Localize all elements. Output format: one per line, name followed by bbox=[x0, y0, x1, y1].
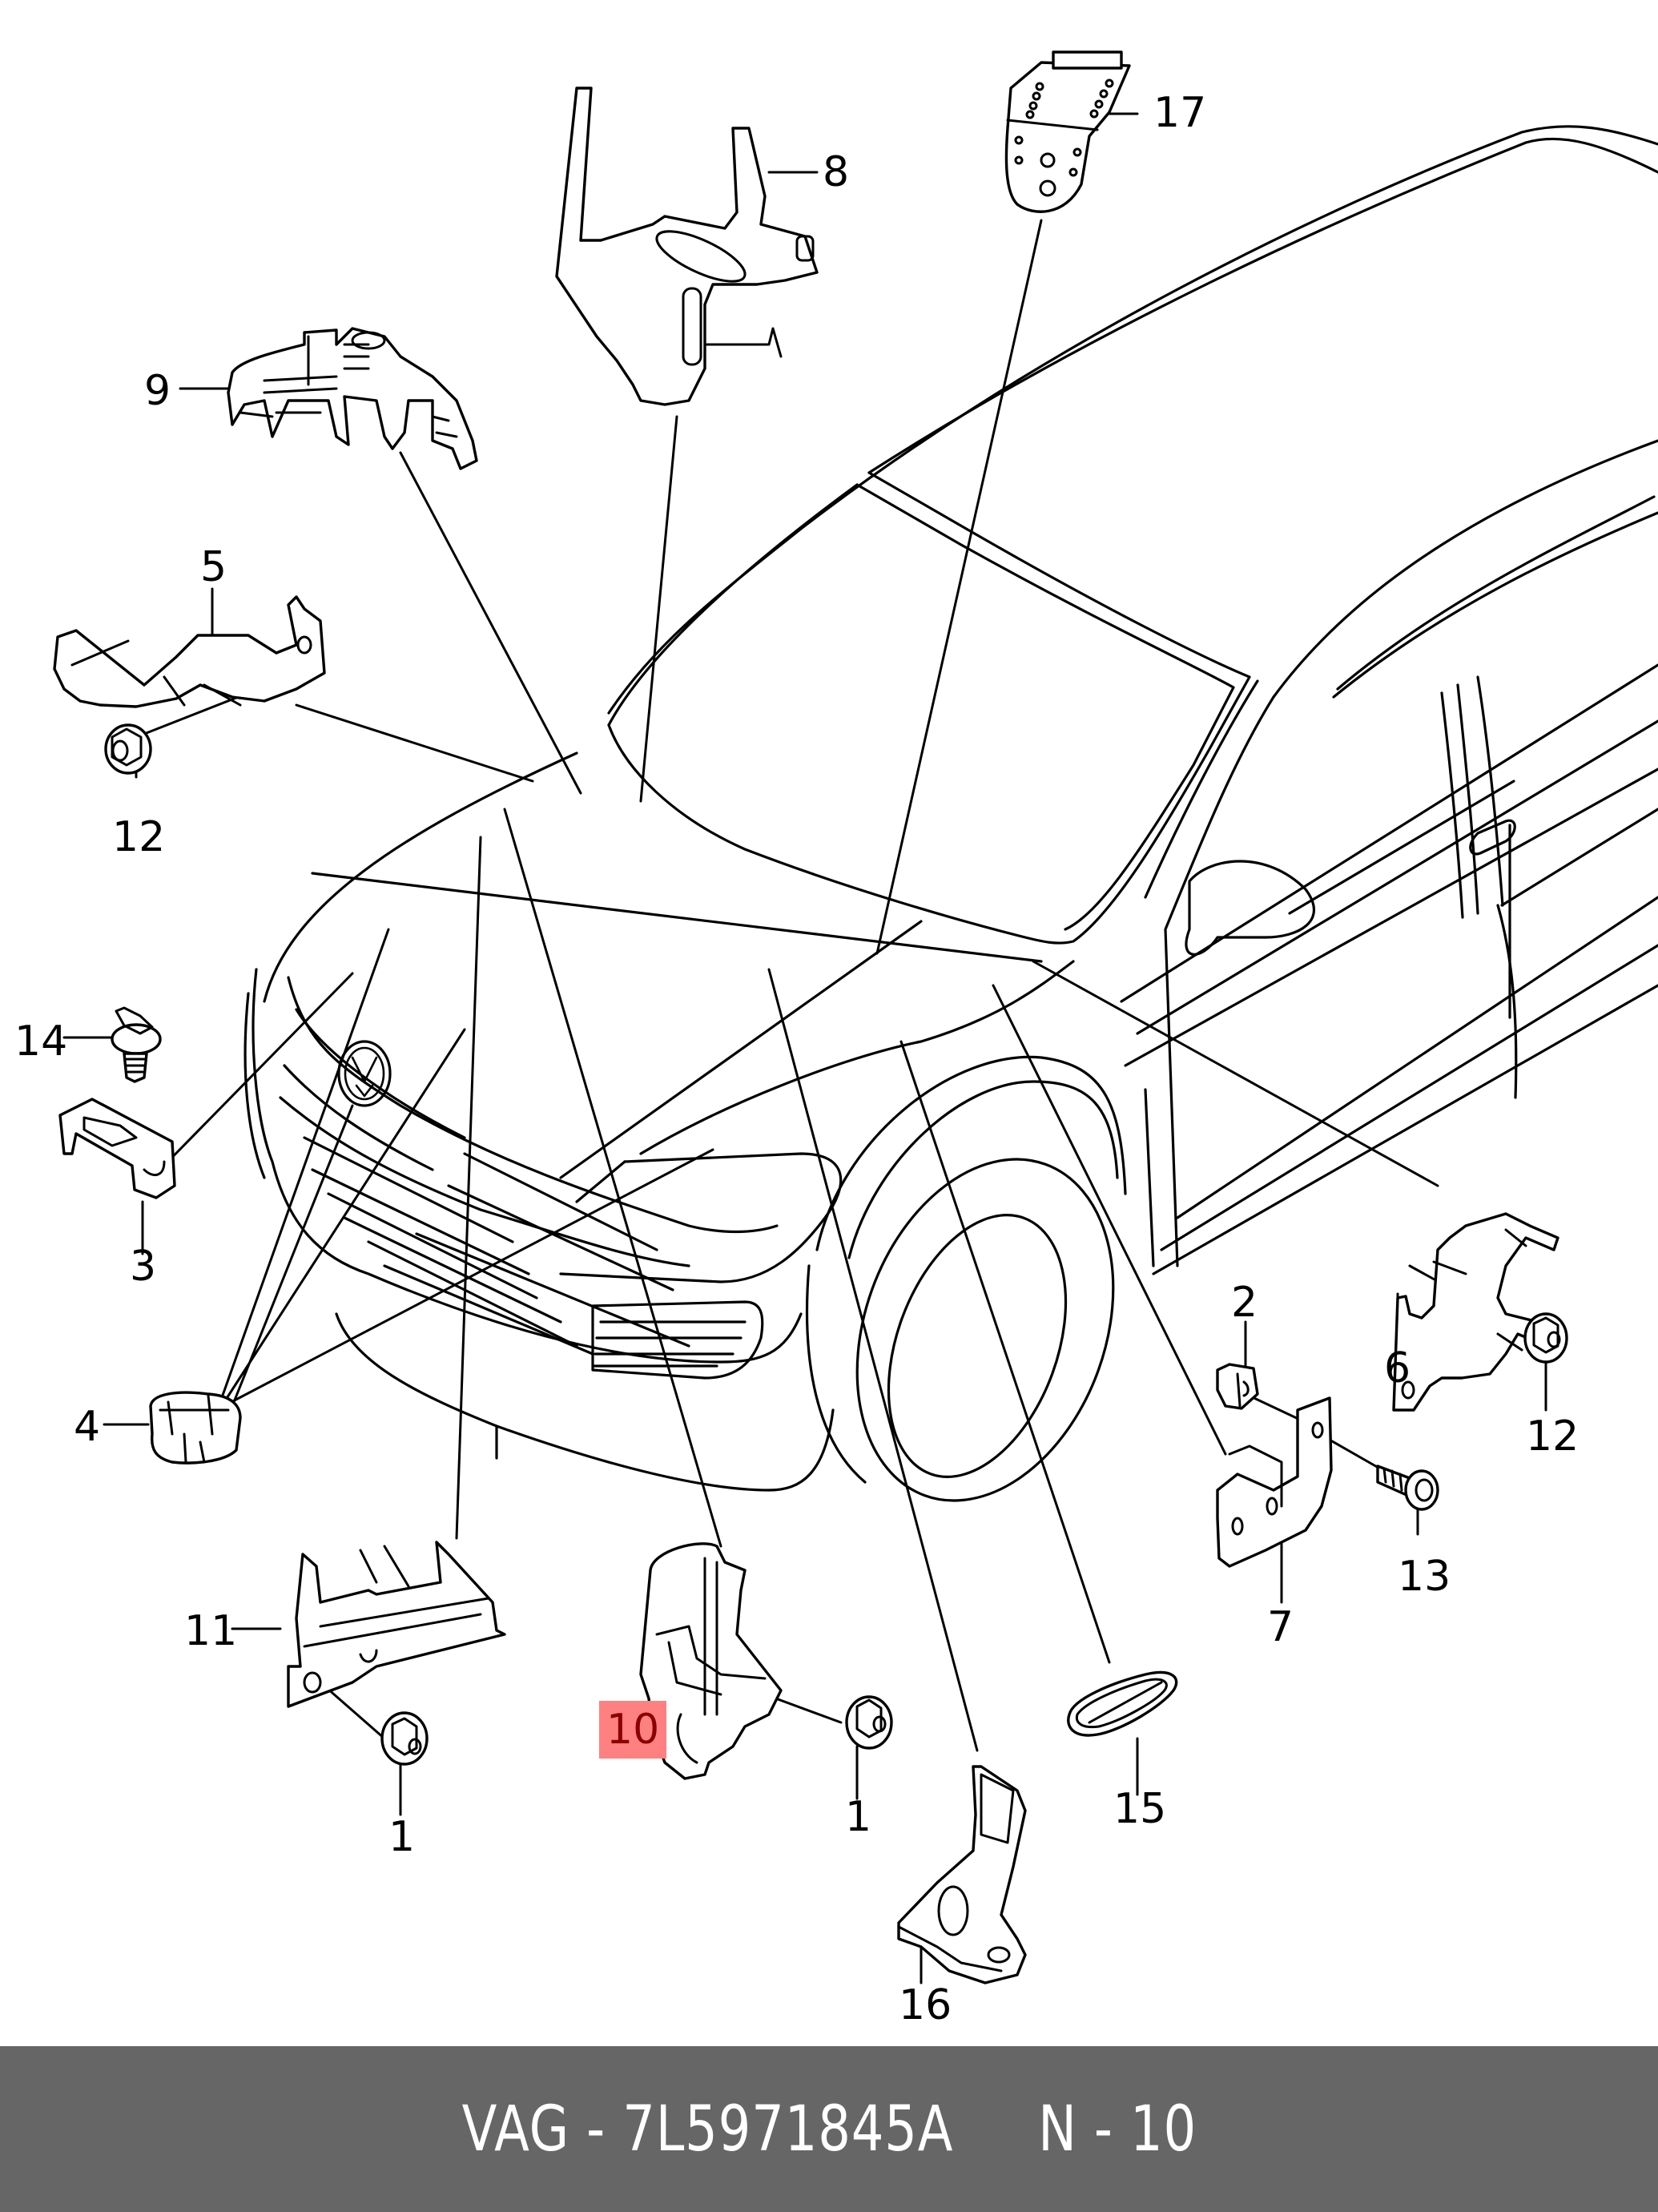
part-4-holder-ring bbox=[149, 1391, 242, 1465]
part-2-clip-nut bbox=[1216, 1363, 1259, 1410]
callout-12-left: 12 bbox=[112, 813, 165, 861]
part-5-bracket bbox=[53, 595, 326, 708]
callout-6: 6 bbox=[1384, 1344, 1411, 1392]
callout-3: 3 bbox=[130, 1243, 156, 1291]
part-7-bracket bbox=[1216, 1396, 1333, 1568]
callout-15: 15 bbox=[1113, 1785, 1166, 1833]
part-1-flange-nut bbox=[380, 1711, 429, 1766]
callout-17: 17 bbox=[1153, 89, 1206, 137]
part-6-bracket bbox=[1392, 1212, 1559, 1412]
callout-10-highlight: 10 bbox=[599, 1701, 666, 1759]
vehicle-body-outline bbox=[243, 125, 1658, 1502]
part-10-bracket bbox=[639, 1542, 783, 1780]
part-15-grommet bbox=[1067, 1670, 1178, 1737]
callout-9: 9 bbox=[144, 367, 171, 415]
part-12-flange-nut bbox=[104, 723, 152, 775]
part-1-flange-nut bbox=[845, 1695, 893, 1750]
part-17-bracket bbox=[1004, 50, 1131, 213]
callout-16: 16 bbox=[899, 1981, 952, 2029]
callout-5: 5 bbox=[200, 543, 227, 591]
callout-1-left: 1 bbox=[388, 1813, 415, 1861]
callout-13: 13 bbox=[1398, 1553, 1451, 1601]
part-16-holder bbox=[897, 1765, 1027, 1984]
part-9-cable-holder bbox=[227, 327, 478, 470]
callout-12-right: 12 bbox=[1526, 1412, 1579, 1461]
callout-7: 7 bbox=[1267, 1603, 1294, 1651]
exploded-parts-diagram: 17 8 9 5 12 14 3 4 11 1 10 1 16 15 2 7 1… bbox=[14, 50, 1658, 2029]
part-8-bracket bbox=[555, 87, 819, 406]
leader-lines bbox=[62, 112, 1547, 1984]
highlight-box bbox=[599, 1701, 666, 1759]
callout-11: 11 bbox=[184, 1607, 237, 1655]
callout-4: 4 bbox=[74, 1403, 100, 1451]
callout-labels: 17 8 9 5 12 14 3 4 11 1 10 1 16 15 2 7 1… bbox=[14, 89, 1579, 2029]
callout-2: 2 bbox=[1231, 1279, 1258, 1327]
vw-logo bbox=[337, 1040, 392, 1107]
part-number-footer: VAG - 7L5971845A N - 10 bbox=[0, 2046, 1658, 2212]
callout-1-right: 1 bbox=[845, 1793, 871, 1841]
callout-8: 8 bbox=[823, 148, 849, 196]
part-3-holder-clip bbox=[58, 1098, 176, 1199]
callout-14: 14 bbox=[14, 1017, 67, 1066]
part-12-flange-nut bbox=[1523, 1312, 1568, 1364]
part-14-spreader-rivet bbox=[111, 1006, 162, 1083]
part-13-tapping-screw bbox=[1376, 1465, 1439, 1511]
part-11-cable-holder bbox=[287, 1541, 506, 1708]
part-number-label: VAG - 7L5971845A N - 10 bbox=[461, 2093, 1197, 2166]
callout-10: 10 bbox=[606, 1706, 659, 1754]
